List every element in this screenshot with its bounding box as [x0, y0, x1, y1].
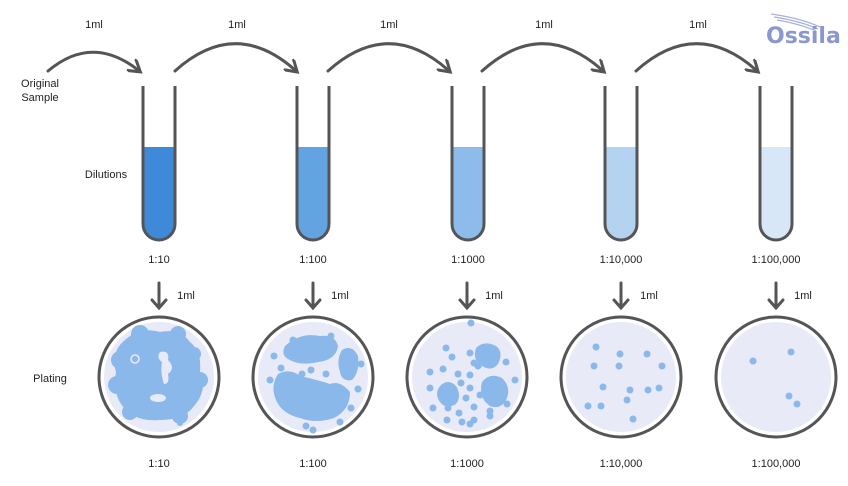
- plating-arrows: [150, 281, 785, 311]
- plate-label: 1:10,000: [599, 458, 643, 470]
- original-label-line1: Original: [21, 78, 59, 90]
- down-arrow-icon: [150, 281, 168, 311]
- tubes: [141, 86, 794, 242]
- down-arrow-icon: [304, 281, 322, 311]
- arrow-tube4-to-tube5: [634, 42, 756, 71]
- tube-label: 1:100,000: [751, 254, 801, 266]
- tube-label: 1:10,000: [599, 254, 643, 266]
- tube-label: 1:100: [299, 254, 327, 266]
- plating-volume-label: 1ml: [640, 290, 658, 302]
- original-label-line2: Sample: [21, 92, 59, 104]
- transfer-volume-label: 1ml: [85, 19, 103, 31]
- transfer-volume-label: 1ml: [689, 19, 707, 31]
- tube-label: 1:10: [148, 254, 170, 266]
- tube-label: 1:1000: [451, 254, 485, 266]
- ossila-logo: Ossila: [764, 10, 841, 50]
- plating-volume-label: 1ml: [177, 290, 195, 302]
- plate-label: 1:100: [299, 458, 327, 470]
- arrow-tube2-to-tube3: [326, 42, 448, 71]
- arrow-original-to-tube1: [46, 50, 138, 71]
- plate-label: 1:10: [148, 458, 170, 470]
- original-sample-label: Original Sample: [12, 77, 68, 105]
- plate-3: [405, 315, 529, 439]
- dilutions-label: Dilutions: [84, 169, 128, 181]
- plate-label: 1:1000: [450, 458, 484, 470]
- down-arrow-icon: [767, 281, 785, 311]
- down-arrow-icon: [612, 281, 630, 311]
- arrow-tube3-to-tube4: [480, 42, 602, 71]
- plate-2: [251, 315, 375, 439]
- plating-volume-label: 1ml: [794, 290, 812, 302]
- plate-4: [559, 315, 683, 439]
- arrow-tube1-to-tube2: [173, 42, 295, 71]
- plate-5: [714, 315, 838, 439]
- tube-5: [758, 86, 794, 242]
- down-arrow-icon: [458, 281, 476, 311]
- ossila-logo-wings: [770, 13, 821, 32]
- plating-label: Plating: [33, 373, 67, 385]
- plate-1: [97, 315, 221, 439]
- transfer-arrows: [46, 42, 756, 71]
- transfer-volume-label: 1ml: [228, 19, 246, 31]
- plating-volume-label: 1ml: [485, 290, 503, 302]
- transfer-volume-label: 1ml: [380, 19, 398, 31]
- tube-4: [603, 86, 639, 242]
- tube-1: [141, 86, 177, 242]
- tube-3: [450, 86, 486, 242]
- logo-text: Ossila: [766, 24, 841, 49]
- transfer-volume-label: 1ml: [535, 19, 553, 31]
- tube-2: [295, 86, 331, 242]
- plate-label: 1:100,000: [751, 458, 801, 470]
- plating-volume-label: 1ml: [331, 290, 349, 302]
- plates: [97, 315, 838, 439]
